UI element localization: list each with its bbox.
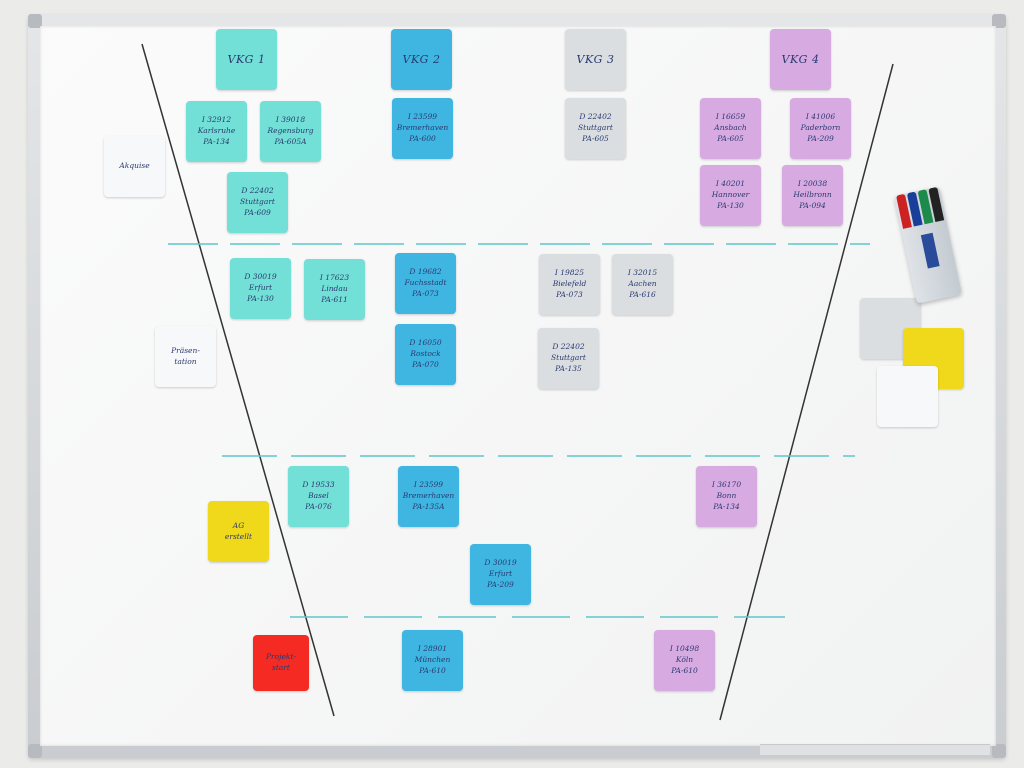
project-note-text: I 28901 München PA-610	[414, 644, 451, 675]
project-note-text: I 32015 Aachen PA-616	[627, 268, 658, 299]
project-note-text: I 40201 Hannover PA-130	[711, 179, 750, 210]
project-note-text: I 17623 Lindau PA-611	[319, 273, 350, 304]
frame-corner	[992, 14, 1006, 28]
project-note-text: D 22402 Stuttgart PA-135	[551, 342, 586, 373]
frame-corner	[28, 744, 42, 758]
project-note-text: I 39018 Regensburg PA-605A	[267, 115, 314, 146]
project-note-text: D 30019 Erfurt PA-130	[244, 272, 277, 303]
project-note-text: I 23599 Bremerhaven PA-135A	[402, 480, 455, 511]
project-note-text: D 19682 Fuchsstadt PA-073	[404, 267, 447, 298]
project-note[interactable]: I 16659 Ansbach PA-605	[700, 98, 761, 159]
phase-label-note[interactable]: Präsen- tation	[155, 326, 216, 387]
frame-corner	[992, 744, 1006, 758]
project-note[interactable]: I 32015 Aachen PA-616	[612, 254, 673, 315]
phase-label-note[interactable]: Projekt- start	[253, 635, 309, 691]
project-note[interactable]: I 41006 Paderborn PA-209	[790, 98, 851, 159]
column-header-note[interactable]: VKG 3	[565, 29, 626, 90]
column-header-note[interactable]: VKG 2	[391, 29, 452, 90]
phase-label-note-text: Projekt- start	[265, 652, 296, 672]
project-note[interactable]: I 20038 Heilbronn PA-094	[782, 165, 843, 226]
project-note-text: I 20038 Heilbronn PA-094	[793, 179, 832, 210]
project-note[interactable]: I 39018 Regensburg PA-605A	[260, 101, 321, 162]
project-note[interactable]: D 19682 Fuchsstadt PA-073	[395, 253, 456, 314]
blank-note[interactable]	[877, 366, 938, 427]
project-note-text: I 41006 Paderborn PA-209	[800, 112, 841, 143]
column-header-note-text: VKG 3	[576, 52, 615, 66]
project-note-text: I 16659 Ansbach PA-605	[714, 112, 747, 143]
project-note[interactable]: D 22402 Stuttgart PA-135	[538, 328, 599, 389]
project-note[interactable]: I 36170 Bonn PA-134	[696, 466, 757, 527]
project-note-text: D 30019 Erfurt PA-209	[484, 558, 517, 589]
phase-label-note-text: Akquise	[119, 161, 150, 171]
project-note[interactable]: D 30019 Erfurt PA-209	[470, 544, 531, 605]
project-note[interactable]: D 19533 Basel PA-076	[288, 466, 349, 527]
phase-label-note[interactable]: AG erstellt	[208, 501, 269, 562]
funnel-right-line	[719, 63, 894, 721]
project-note-text: D 22402 Stuttgart PA-605	[578, 112, 613, 143]
project-note-text: I 19825 Bielefeld PA-073	[552, 268, 587, 299]
marker-tray	[760, 744, 990, 755]
project-note[interactable]: I 19825 Bielefeld PA-073	[539, 254, 600, 315]
project-note[interactable]: D 22402 Stuttgart PA-609	[227, 172, 288, 233]
project-note-text: D 19533 Basel PA-076	[302, 480, 335, 511]
project-note[interactable]: I 17623 Lindau PA-611	[304, 259, 365, 320]
project-note[interactable]: I 23599 Bremerhaven PA-600	[392, 98, 453, 159]
project-note[interactable]: D 30019 Erfurt PA-130	[230, 258, 291, 319]
column-header-note-text: VKG 4	[781, 52, 820, 66]
project-note-text: I 10498 Köln PA-610	[669, 644, 700, 675]
phase-label-note-text: Präsen- tation	[171, 345, 200, 366]
column-header-note-text: VKG 2	[402, 52, 441, 66]
column-header-note[interactable]: VKG 4	[770, 29, 831, 90]
funnel-left-line	[141, 43, 335, 717]
project-note[interactable]: I 10498 Köln PA-610	[654, 630, 715, 691]
phase-label-note-text: AG erstellt	[224, 520, 253, 541]
project-note[interactable]: D 22402 Stuttgart PA-605	[565, 98, 626, 159]
project-note-text: I 36170 Bonn PA-134	[711, 480, 742, 511]
project-note-text: D 22402 Stuttgart PA-609	[240, 186, 275, 217]
project-note-text: D 16050 Rostock PA-070	[409, 338, 442, 369]
project-note[interactable]: D 16050 Rostock PA-070	[395, 324, 456, 385]
project-note-text: I 32912 Karlsruhe PA-134	[197, 115, 236, 146]
project-note-text: I 23599 Bremerhaven PA-600	[396, 112, 449, 143]
phase-label-note[interactable]: Akquise	[104, 136, 165, 197]
column-header-note-text: VKG 1	[227, 52, 266, 66]
marker-pack-label	[920, 232, 940, 269]
column-header-note[interactable]: VKG 1	[216, 29, 277, 90]
project-note[interactable]: I 32912 Karlsruhe PA-134	[186, 101, 247, 162]
project-note[interactable]: I 40201 Hannover PA-130	[700, 165, 761, 226]
project-note[interactable]: I 28901 München PA-610	[402, 630, 463, 691]
project-note[interactable]: I 23599 Bremerhaven PA-135A	[398, 466, 459, 527]
frame-corner	[28, 14, 42, 28]
